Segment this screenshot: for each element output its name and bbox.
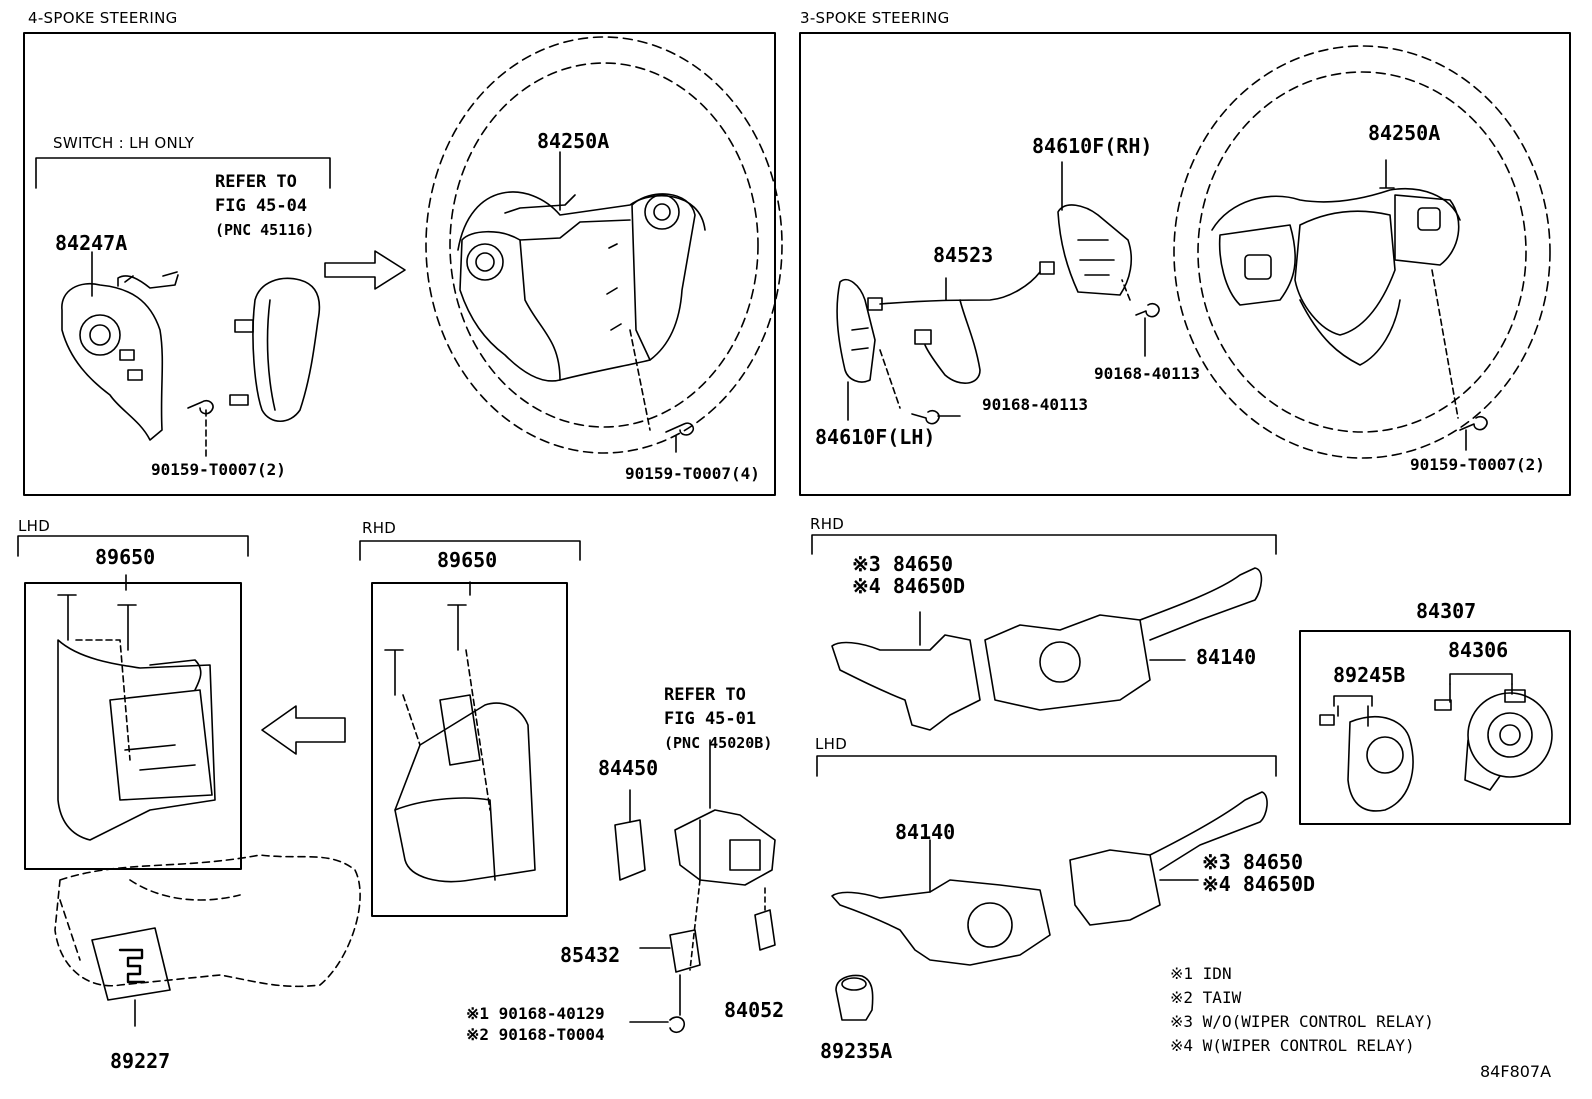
part-84140-rhd: 84140 xyxy=(1196,645,1257,669)
part-84650-rhd: ※3 84650 xyxy=(852,552,954,576)
part-89227: 89227 xyxy=(110,1049,171,1073)
part-89650-rhd: 89650 xyxy=(437,548,498,572)
ref-45-01-line1: REFER TO xyxy=(664,685,746,705)
rhd-switch-bracket xyxy=(811,534,1277,555)
part-84650D-rhd: ※4 84650D xyxy=(852,574,966,598)
cover-switch-drawing xyxy=(229,277,321,423)
notes-legend: ※1 IDN ※2 TAIW ※3 W/O(WIPER CONTROL RELA… xyxy=(1170,962,1434,1058)
spiral-cable-frame xyxy=(1299,630,1571,825)
part-84247A: 84247A xyxy=(55,231,128,255)
section-3-spoke-title: 3-SPOKE STEERING xyxy=(800,9,950,27)
steering-wheel-4-spoke xyxy=(425,36,783,454)
refer-to-fig-45-01: REFER TO FIG 45-01 (PNC 45020B) xyxy=(664,683,772,755)
part-89235A: 89235A xyxy=(820,1039,893,1063)
rhd-column-frame xyxy=(371,582,568,917)
paddle-84610F-RH xyxy=(1057,161,1132,296)
switch-lh-only-label: SWITCH : LH ONLY xyxy=(53,134,195,152)
section-lhd-switch-title: LHD xyxy=(815,735,848,753)
refer-to-fig-45-04: REFER TO FIG 45-04 (PNC 45116) xyxy=(215,170,314,242)
rhd-column-bracket xyxy=(359,540,581,561)
switch-84247A-drawing xyxy=(61,271,179,441)
column-lock-rhd-drawing xyxy=(384,581,536,883)
screws-3-spoke xyxy=(879,269,1488,451)
switch-89235A xyxy=(835,974,874,1021)
part-84250A-4-spoke: 84250A xyxy=(537,129,610,153)
part-84523: 84523 xyxy=(933,243,994,267)
harness-84523 xyxy=(867,261,1055,384)
ignition-assembly xyxy=(614,739,776,1034)
part-84610F-RH: 84610F(RH) xyxy=(1032,134,1153,158)
part-84450: 84450 xyxy=(598,756,659,780)
lhd-switch-bracket xyxy=(816,755,1277,777)
part-90159-T0007-2-left: 90159-T0007(2) xyxy=(151,460,286,479)
ref-45-04-line1: REFER TO xyxy=(215,172,297,192)
section-rhd-switch-title: RHD xyxy=(810,515,845,533)
section-4-spoke-title: 4-SPOKE STEERING xyxy=(28,9,178,27)
screws-4-spoke xyxy=(187,329,695,457)
combination-switch-rhd xyxy=(831,567,1263,731)
lhd-column-frame xyxy=(24,582,242,870)
paddle-84610F-LH xyxy=(836,278,876,421)
switch-lh-only-bracket xyxy=(35,157,331,189)
combination-switch-lhd xyxy=(831,791,1268,966)
spiral-bracket-89245B xyxy=(1333,695,1373,707)
part-90159-T0007-4: 90159-T0007(4) xyxy=(625,464,760,483)
section-rhd-column-title: RHD xyxy=(362,519,397,537)
part-84250A-3-spoke: 84250A xyxy=(1368,121,1441,145)
part-84052: 84052 xyxy=(724,998,785,1022)
part-90168-40113-a: 90168-40113 xyxy=(1094,364,1200,383)
note-3: ※3 W/O(WIPER CONTROL RELAY) xyxy=(1170,1012,1434,1031)
part-89650-lhd: 89650 xyxy=(95,545,156,569)
part-90168-T0004: ※2 90168-T0004 xyxy=(466,1025,605,1044)
part-89245B: 89245B xyxy=(1333,663,1406,687)
ref-45-01-line2: FIG 45-01 xyxy=(664,709,757,729)
steering-column-body xyxy=(54,854,361,988)
four-spoke-frame xyxy=(23,32,776,496)
note-1: ※1 IDN xyxy=(1170,964,1232,983)
part-90168-40113-b: 90168-40113 xyxy=(982,395,1088,414)
lock-bracket-89227 xyxy=(91,927,171,1027)
part-85432: 85432 xyxy=(560,943,621,967)
note-4: ※4 W(WIPER CONTROL RELAY) xyxy=(1170,1036,1415,1055)
part-84610F-LH: 84610F(LH) xyxy=(815,425,936,449)
section-lhd-column-title: LHD xyxy=(18,517,51,535)
ref-45-04-line2: FIG 45-04 xyxy=(215,196,308,216)
lhd-column-bracket xyxy=(17,535,249,557)
part-90168-40129: ※1 90168-40129 xyxy=(466,1004,605,1023)
three-spoke-frame xyxy=(799,32,1571,496)
steering-wheel-3-spoke xyxy=(1173,45,1551,459)
part-84140-lhd: 84140 xyxy=(895,820,956,844)
part-84650-lhd: ※3 84650 xyxy=(1202,850,1304,874)
arrow-left-column xyxy=(261,705,346,755)
ref-45-04-line3: (PNC 45116) xyxy=(215,221,315,239)
spiral-bracket-84306 xyxy=(1449,673,1513,685)
arrow-right-4-spoke xyxy=(324,250,406,290)
figure-code: 84F807A xyxy=(1480,1062,1552,1081)
part-84306: 84306 xyxy=(1448,638,1509,662)
part-84650D-lhd: ※4 84650D xyxy=(1202,872,1316,896)
spiral-cable-89245B xyxy=(1319,705,1414,812)
part-90159-T0007-2-right: 90159-T0007(2) xyxy=(1410,455,1545,474)
note-2: ※2 TAIW xyxy=(1170,988,1242,1007)
ref-45-01-line3: (PNC 45020B) xyxy=(664,734,773,752)
spiral-cable-84306 xyxy=(1434,683,1553,791)
column-lock-lhd-drawing xyxy=(57,574,216,841)
part-84307: 84307 xyxy=(1416,599,1477,623)
